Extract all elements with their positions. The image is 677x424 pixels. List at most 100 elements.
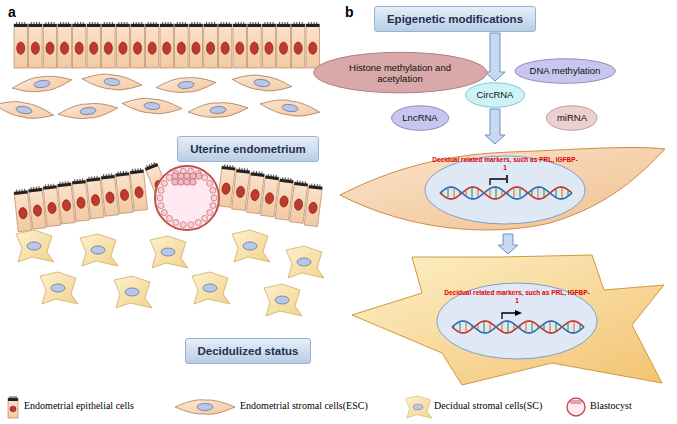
microvilli — [145, 24, 159, 27]
nucleus — [275, 296, 289, 304]
nucleus — [178, 81, 195, 89]
epithelial-cell — [306, 22, 320, 68]
cell-body — [264, 284, 302, 316]
microvilli — [280, 179, 294, 184]
cell-body — [259, 97, 320, 120]
nucleus — [294, 42, 302, 54]
nucleus — [250, 189, 259, 201]
microvillus — [148, 22, 149, 24]
cell-body — [262, 24, 276, 68]
nucleus — [31, 42, 39, 54]
activation-symbol — [502, 313, 516, 319]
modification-ellipse: miRNA — [546, 105, 598, 131]
nucleus — [17, 42, 25, 54]
nucleus — [119, 42, 127, 54]
node-text: DNA methylation — [530, 65, 601, 76]
stromal-cell — [0, 98, 55, 123]
nucleus — [91, 194, 100, 206]
microvillus — [103, 174, 104, 176]
blastocyst-wall — [567, 398, 585, 416]
inner-cell-mass — [172, 179, 178, 185]
activation-head — [515, 310, 522, 316]
inner-cell-mass — [196, 173, 202, 179]
node-text: Decidual related markers, such as PRL, I… — [432, 156, 578, 172]
microvillus — [229, 22, 230, 24]
cell-body — [192, 272, 230, 304]
microvillus — [39, 22, 40, 24]
microvilli — [101, 175, 115, 179]
microvillus — [211, 22, 212, 24]
epithelial-cell — [248, 22, 262, 68]
cell-body — [189, 24, 203, 68]
microvillus — [311, 22, 312, 24]
stromal-cell — [175, 400, 235, 415]
microvilli — [58, 183, 72, 187]
microvillus — [156, 22, 157, 24]
microvillus — [319, 185, 320, 187]
microvillus — [63, 22, 64, 24]
cell-body — [130, 170, 148, 211]
microvilli — [87, 24, 101, 27]
microvillus — [297, 180, 298, 182]
microvillus — [259, 171, 260, 173]
microvilli — [248, 24, 262, 27]
trophoblast-cell — [207, 180, 213, 186]
microvilli — [175, 24, 189, 27]
microvilli — [262, 24, 276, 27]
microvillus — [74, 179, 75, 181]
stromal-cell — [121, 96, 182, 116]
microvillus — [14, 396, 15, 398]
trophoblast-cell — [195, 220, 201, 226]
nucleus — [203, 284, 217, 292]
microvillus — [255, 22, 256, 24]
cell-body — [145, 24, 159, 68]
cell-body — [248, 24, 262, 68]
microvillus — [92, 22, 93, 24]
microvillus — [140, 168, 141, 170]
nucleus — [265, 192, 274, 204]
microvilli — [43, 24, 57, 27]
microvillus — [133, 22, 134, 24]
base-pair — [477, 189, 478, 197]
nucleus — [134, 186, 143, 198]
base-pair — [489, 189, 490, 197]
epithelial-cell — [175, 22, 189, 68]
cell-body — [14, 191, 32, 232]
nucleus — [221, 183, 230, 195]
cell-body — [58, 183, 76, 224]
microvillus — [149, 164, 151, 166]
base-pair — [525, 322, 526, 331]
cell-body — [277, 24, 291, 68]
epithelial-cell — [145, 22, 159, 68]
nucleus — [148, 42, 156, 54]
epithelial-cell — [131, 22, 145, 68]
blastocyst-wall — [155, 166, 219, 230]
cell-body — [218, 24, 232, 68]
microvillus — [247, 169, 248, 171]
base-pair — [459, 322, 460, 331]
microvilli — [277, 24, 291, 27]
cell-body — [8, 398, 18, 418]
stromal-cell-shape: Decidual related markers, such as PRL, I… — [340, 145, 665, 233]
microvillus — [299, 22, 300, 24]
inner-cell-mass — [178, 173, 184, 179]
microvillus — [241, 168, 242, 170]
microvillus — [45, 22, 46, 24]
cell-body — [11, 73, 72, 96]
nucleus — [144, 102, 161, 110]
nucleus — [80, 107, 97, 116]
node-text: Decidual related markers, such as PRL, I… — [444, 289, 590, 305]
microvillus — [146, 165, 148, 167]
base-pair — [483, 322, 484, 332]
microvillus — [153, 162, 155, 164]
microvillus — [232, 165, 233, 167]
microvillus — [95, 22, 96, 24]
nucleus — [120, 189, 129, 201]
microvillus — [294, 22, 295, 24]
microvillus — [112, 22, 113, 24]
cell-body — [352, 255, 664, 385]
microvillus — [136, 22, 137, 24]
nucleus — [104, 78, 121, 87]
nucleus — [161, 248, 175, 256]
microvilli — [29, 188, 43, 192]
